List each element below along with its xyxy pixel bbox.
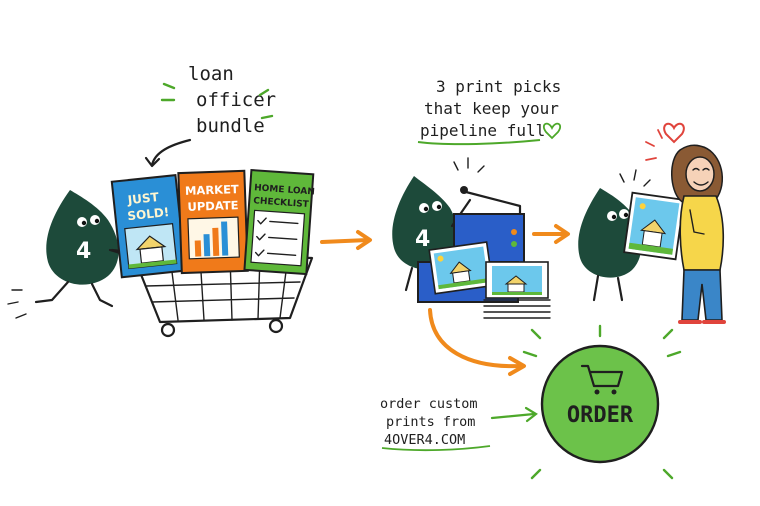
bundle-label-line1: loan: [188, 63, 234, 85]
bundle-sparkle-dashes: [160, 82, 274, 120]
happy-customer: [645, 122, 726, 324]
card-checklist-line2: CHECKLIST: [253, 196, 310, 210]
motion-lines: [7, 289, 27, 319]
bundle-pointer-arrow: [150, 138, 192, 167]
order-sparkle-dashes: [522, 324, 682, 480]
printed-stack: [483, 261, 551, 319]
flow-arrow-3-head: [508, 356, 526, 376]
card-market-line2: UPDATE: [187, 198, 239, 214]
card-just-sold-line1: JUST: [126, 190, 160, 207]
mascot-right: [578, 169, 651, 302]
cart-wheel-right: [268, 318, 284, 334]
order-label-line2: prints from: [386, 414, 475, 430]
flow-arrow-2-head: [554, 224, 570, 244]
flow-arrow-3: [428, 308, 522, 369]
mascot-middle-number: 4: [415, 227, 430, 252]
card-just-sold: JUST SOLD!: [110, 173, 187, 279]
house-icon: [139, 246, 165, 264]
card-home-loan-checklist: HOME LOAN CHECKLIST: [243, 168, 315, 276]
picks-label-line3: pipeline full: [420, 121, 545, 140]
red-heart-icon: [663, 122, 685, 144]
card-market-line1: MARKET: [185, 182, 239, 198]
picks-underline: [417, 139, 541, 146]
order-label: order custom prints from 4OVER4.COM: [380, 396, 538, 452]
order-label-underline: [381, 445, 491, 452]
card-just-sold-line2: SOLD!: [127, 205, 170, 223]
order-button-label[interactable]: ORDER: [567, 403, 634, 428]
bundle-label-line3: bundle: [196, 115, 265, 137]
customer-face: [685, 156, 715, 192]
printed-flyer: [428, 241, 494, 295]
house-icon: [641, 230, 663, 248]
mascot-left-body: [46, 190, 119, 285]
picks-label-line2: that keep your: [424, 99, 559, 118]
order-pointer-arrow: [490, 412, 536, 420]
mascot-left-legs: [34, 280, 114, 308]
handed-flyer: [623, 191, 685, 261]
mascot-middle-body: [392, 176, 460, 270]
picks-label: 3 print picks that keep your pipeline fu…: [417, 77, 562, 146]
order-button-circle[interactable]: [540, 344, 660, 464]
customer-pants: [681, 269, 723, 321]
shopping-cart-icon: [580, 364, 624, 395]
order-label-line3: 4OVER4.COM: [384, 432, 465, 448]
mascot-left-number: 4: [76, 239, 91, 264]
bundle-label-line2: officer: [196, 89, 276, 111]
order-label-line1: order custom: [380, 396, 478, 412]
order-button[interactable]: ORDER: [522, 324, 682, 480]
bundle-label: loan officer bundle: [144, 63, 276, 168]
mascot-left: 4: [7, 190, 132, 319]
card-checklist-line1: HOME LOAN: [254, 183, 315, 197]
mascot-right-legs: [592, 274, 624, 302]
green-heart-icon: [542, 122, 562, 140]
cart-wheel-left: [160, 322, 176, 338]
picks-label-line1: 3 print picks: [436, 77, 561, 96]
flow-arrow-1: [320, 238, 370, 244]
bundle-pointer-arrowhead: [144, 156, 161, 168]
card-market-update: MARKET UPDATE: [177, 169, 249, 275]
flow-arrow-1-head: [356, 230, 372, 250]
